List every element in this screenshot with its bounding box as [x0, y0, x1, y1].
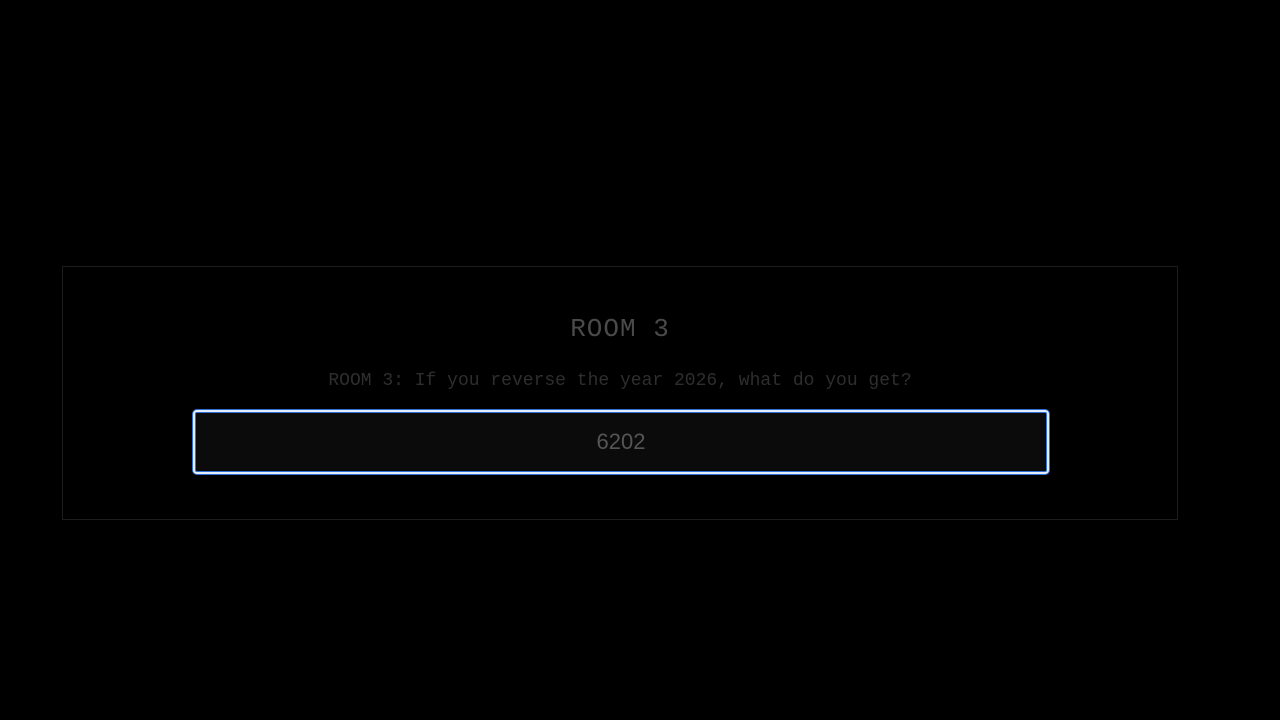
room-panel: ROOM 3 ROOM 3: If you reverse the year 2…: [62, 266, 1178, 520]
room-title: ROOM 3: [570, 314, 670, 344]
answer-input[interactable]: [193, 410, 1049, 474]
room-question: ROOM 3: If you reverse the year 2026, wh…: [328, 371, 912, 391]
